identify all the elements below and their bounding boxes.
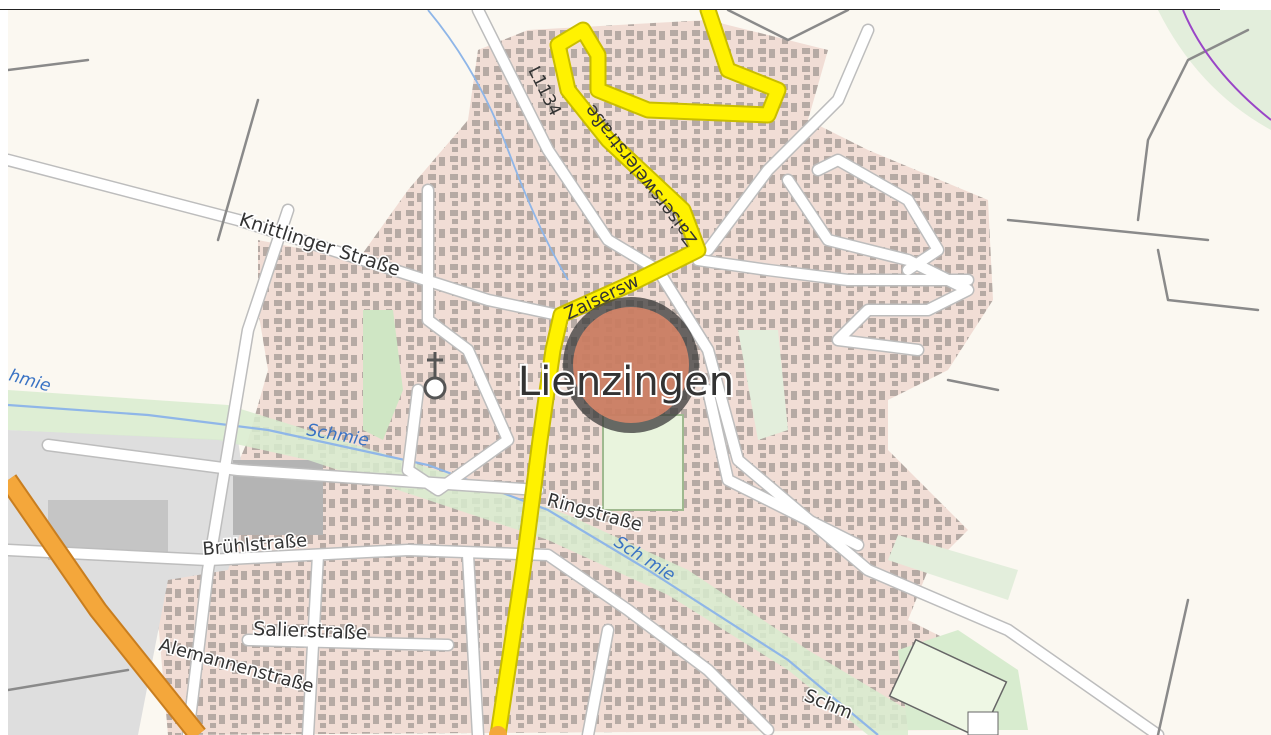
current-location-marker-icon[interactable] [563,297,699,433]
church-icon [423,352,447,400]
street-label-salier: Salierstraße [253,618,368,644]
green-area [888,535,1018,600]
trunk-road [8,474,507,735]
trunk-road-end [489,726,507,735]
admin-boundary [1182,10,1271,121]
top-divider-line [0,9,1220,10]
map-view[interactable]: Knittlinger Straße Zaiserswelerstraße Za… [8,10,1271,735]
park [738,330,788,440]
road-layer [8,10,1260,735]
building [967,711,999,735]
map-canvas[interactable]: Knittlinger Straße Zaiserswelerstraße Za… [8,10,1271,735]
top-border [0,0,1271,10]
primary-road [489,10,787,735]
green-area [1158,10,1271,130]
place-label: Lienzingen [518,359,734,405]
meadow-strip [8,390,908,735]
park [363,310,403,440]
